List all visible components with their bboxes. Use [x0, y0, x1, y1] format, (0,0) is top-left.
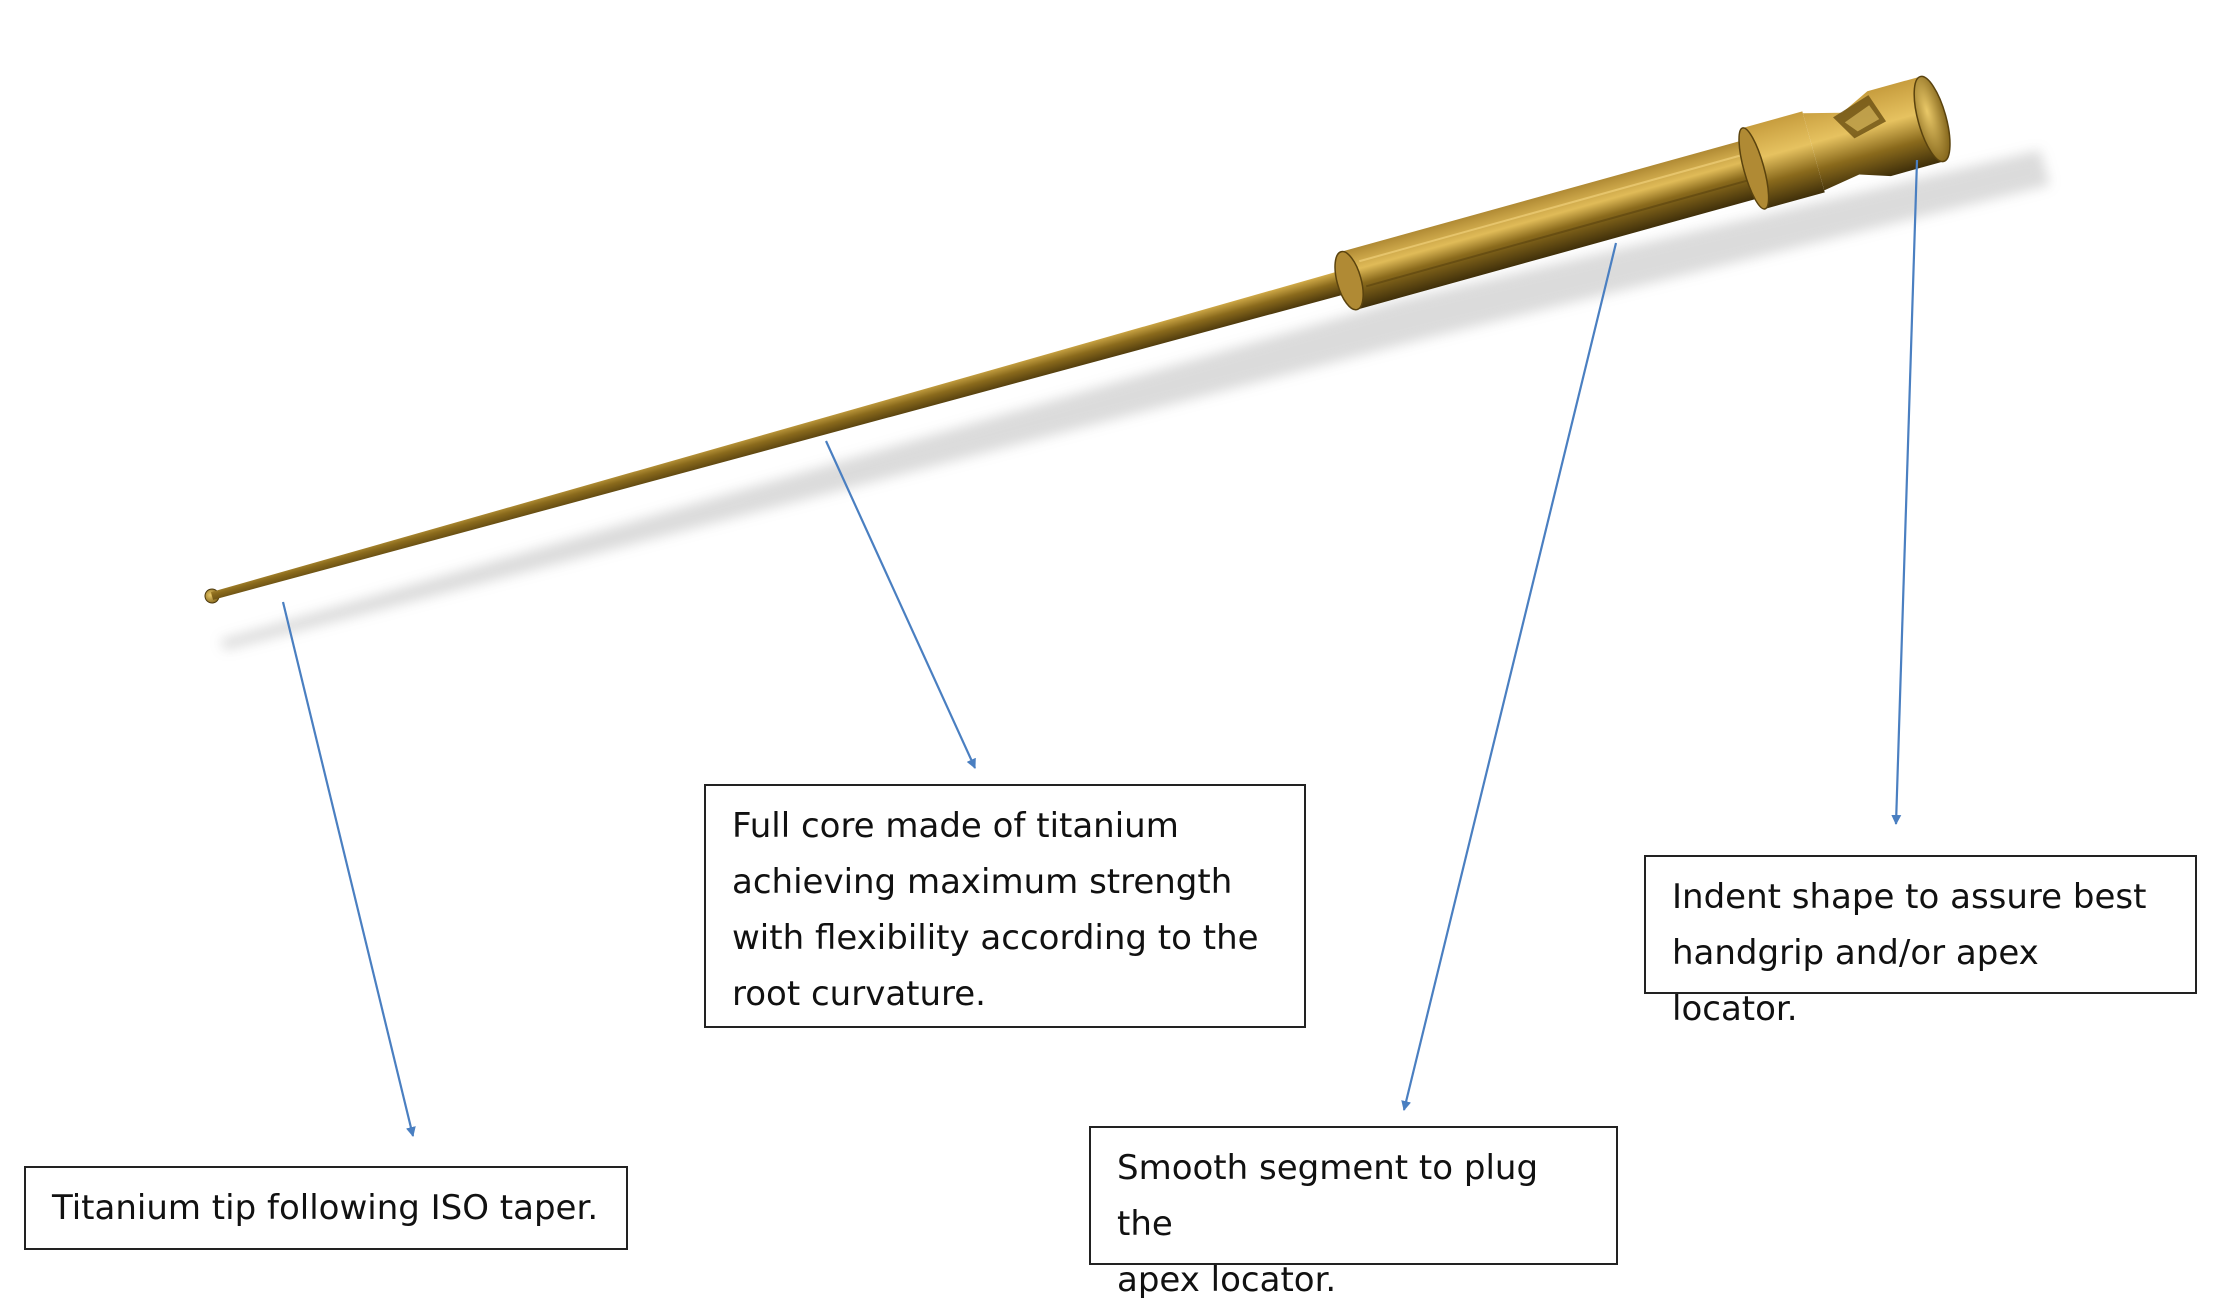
arrow-smooth: [1401, 242, 1618, 1111]
instrument-diagram: [204, 75, 2050, 1137]
instrument: [204, 75, 1951, 604]
callout-indent-shape-box: Indent shape to assure best handgrip and…: [1644, 855, 2197, 1029]
arrow-indent: [1891, 159, 1919, 825]
callout-tip-box: Titanium tip following ISO taper.: [24, 1166, 628, 1250]
instrument-shadow: [220, 150, 2050, 650]
callout-arrows: [281, 159, 1919, 1137]
tapered-shaft: [210, 269, 1353, 600]
handle-collar: [1738, 111, 1825, 210]
indented-handle: [1802, 75, 1951, 191]
callout-core-box: Full core made of titanium achieving max…: [704, 784, 1306, 1028]
arrow-tip: [281, 601, 416, 1137]
arrow-core: [824, 440, 977, 769]
smooth-segment: [1334, 138, 1767, 311]
callout-smooth-segment-box: Smooth segment to plug the apex locator.: [1089, 1126, 1618, 1300]
